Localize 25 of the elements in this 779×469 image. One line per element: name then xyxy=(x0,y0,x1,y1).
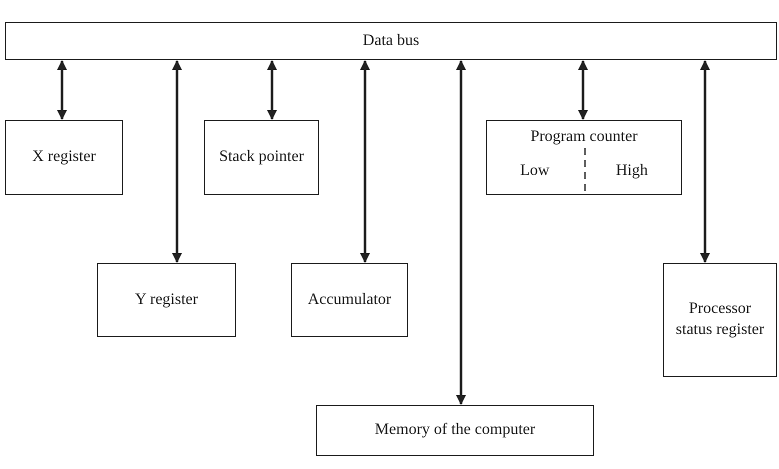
node-label: Stack pointer xyxy=(218,147,305,168)
register-box xyxy=(97,263,236,337)
double-arrow xyxy=(700,60,710,263)
double-arrow xyxy=(456,60,466,405)
half-label: High xyxy=(616,160,648,180)
node-label: Y register xyxy=(134,290,199,310)
register-box xyxy=(316,405,594,456)
node-label: Processor status register xyxy=(674,299,766,340)
double-arrow xyxy=(172,60,182,263)
register-box xyxy=(486,120,682,195)
node-label: Accumulator xyxy=(306,290,392,310)
node-title: Program counter xyxy=(530,127,638,147)
half-label: Low xyxy=(520,160,550,180)
register-box xyxy=(663,263,777,377)
node-label: Memory of the computer xyxy=(374,420,536,440)
double-arrow xyxy=(57,60,67,120)
double-arrow xyxy=(360,60,370,263)
node-label: X register xyxy=(31,147,97,168)
register-box xyxy=(291,263,408,337)
register-box xyxy=(204,120,319,195)
register-box xyxy=(5,120,123,195)
double-arrow xyxy=(578,60,588,120)
bus-bar xyxy=(5,22,777,60)
node-label: Data bus xyxy=(362,30,420,51)
double-arrow xyxy=(267,60,277,120)
